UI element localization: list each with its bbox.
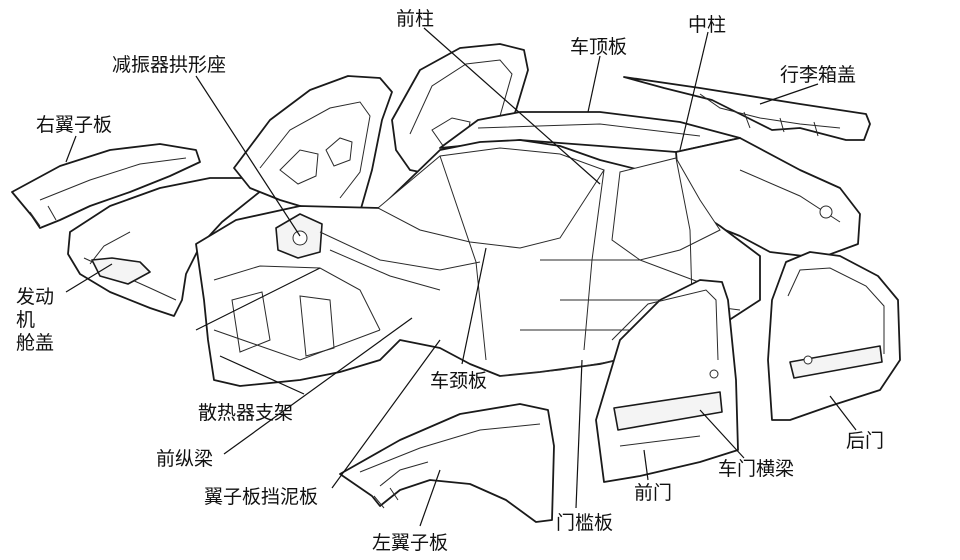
body-shell (195, 111, 861, 387)
label-radiator-support: 散热器支架 (198, 402, 294, 424)
rear-door-part (767, 251, 901, 421)
engine-hood-part (67, 177, 263, 317)
label-engine-hood: 发动机 舱盖 (16, 286, 60, 355)
leader-lines (65, 27, 857, 527)
trunk-lid-part (623, 76, 871, 141)
label-engine-hood-line1: 发动机 (16, 286, 55, 331)
label-rear-door: 后门 (846, 430, 885, 452)
right-fender-part (11, 143, 201, 229)
label-front-pillar: 前柱 (396, 8, 435, 30)
label-left-fender: 左翼子板 (372, 532, 449, 554)
label-fender-apron: 翼子板挡泥板 (204, 486, 319, 508)
left-fender-part (339, 403, 555, 523)
label-engine-hood-line2: 舱盖 (16, 332, 55, 354)
label-right-fender: 右翼子板 (36, 114, 113, 136)
label-trunk-lid: 行李箱盖 (780, 64, 857, 86)
label-rocker-panel: 门槛板 (556, 512, 614, 534)
label-shock-tower: 减振器拱形座 (112, 54, 227, 76)
label-front-rail: 前纵梁 (156, 448, 214, 470)
front-door-part (595, 279, 739, 483)
label-center-pillar: 中柱 (688, 14, 727, 36)
label-roof-panel: 车顶板 (570, 36, 628, 58)
label-cowl-panel: 车颈板 (430, 370, 488, 392)
upper-left-door-part (233, 75, 393, 213)
label-door-beam: 车门横梁 (718, 458, 795, 480)
label-front-door: 前门 (634, 482, 673, 504)
